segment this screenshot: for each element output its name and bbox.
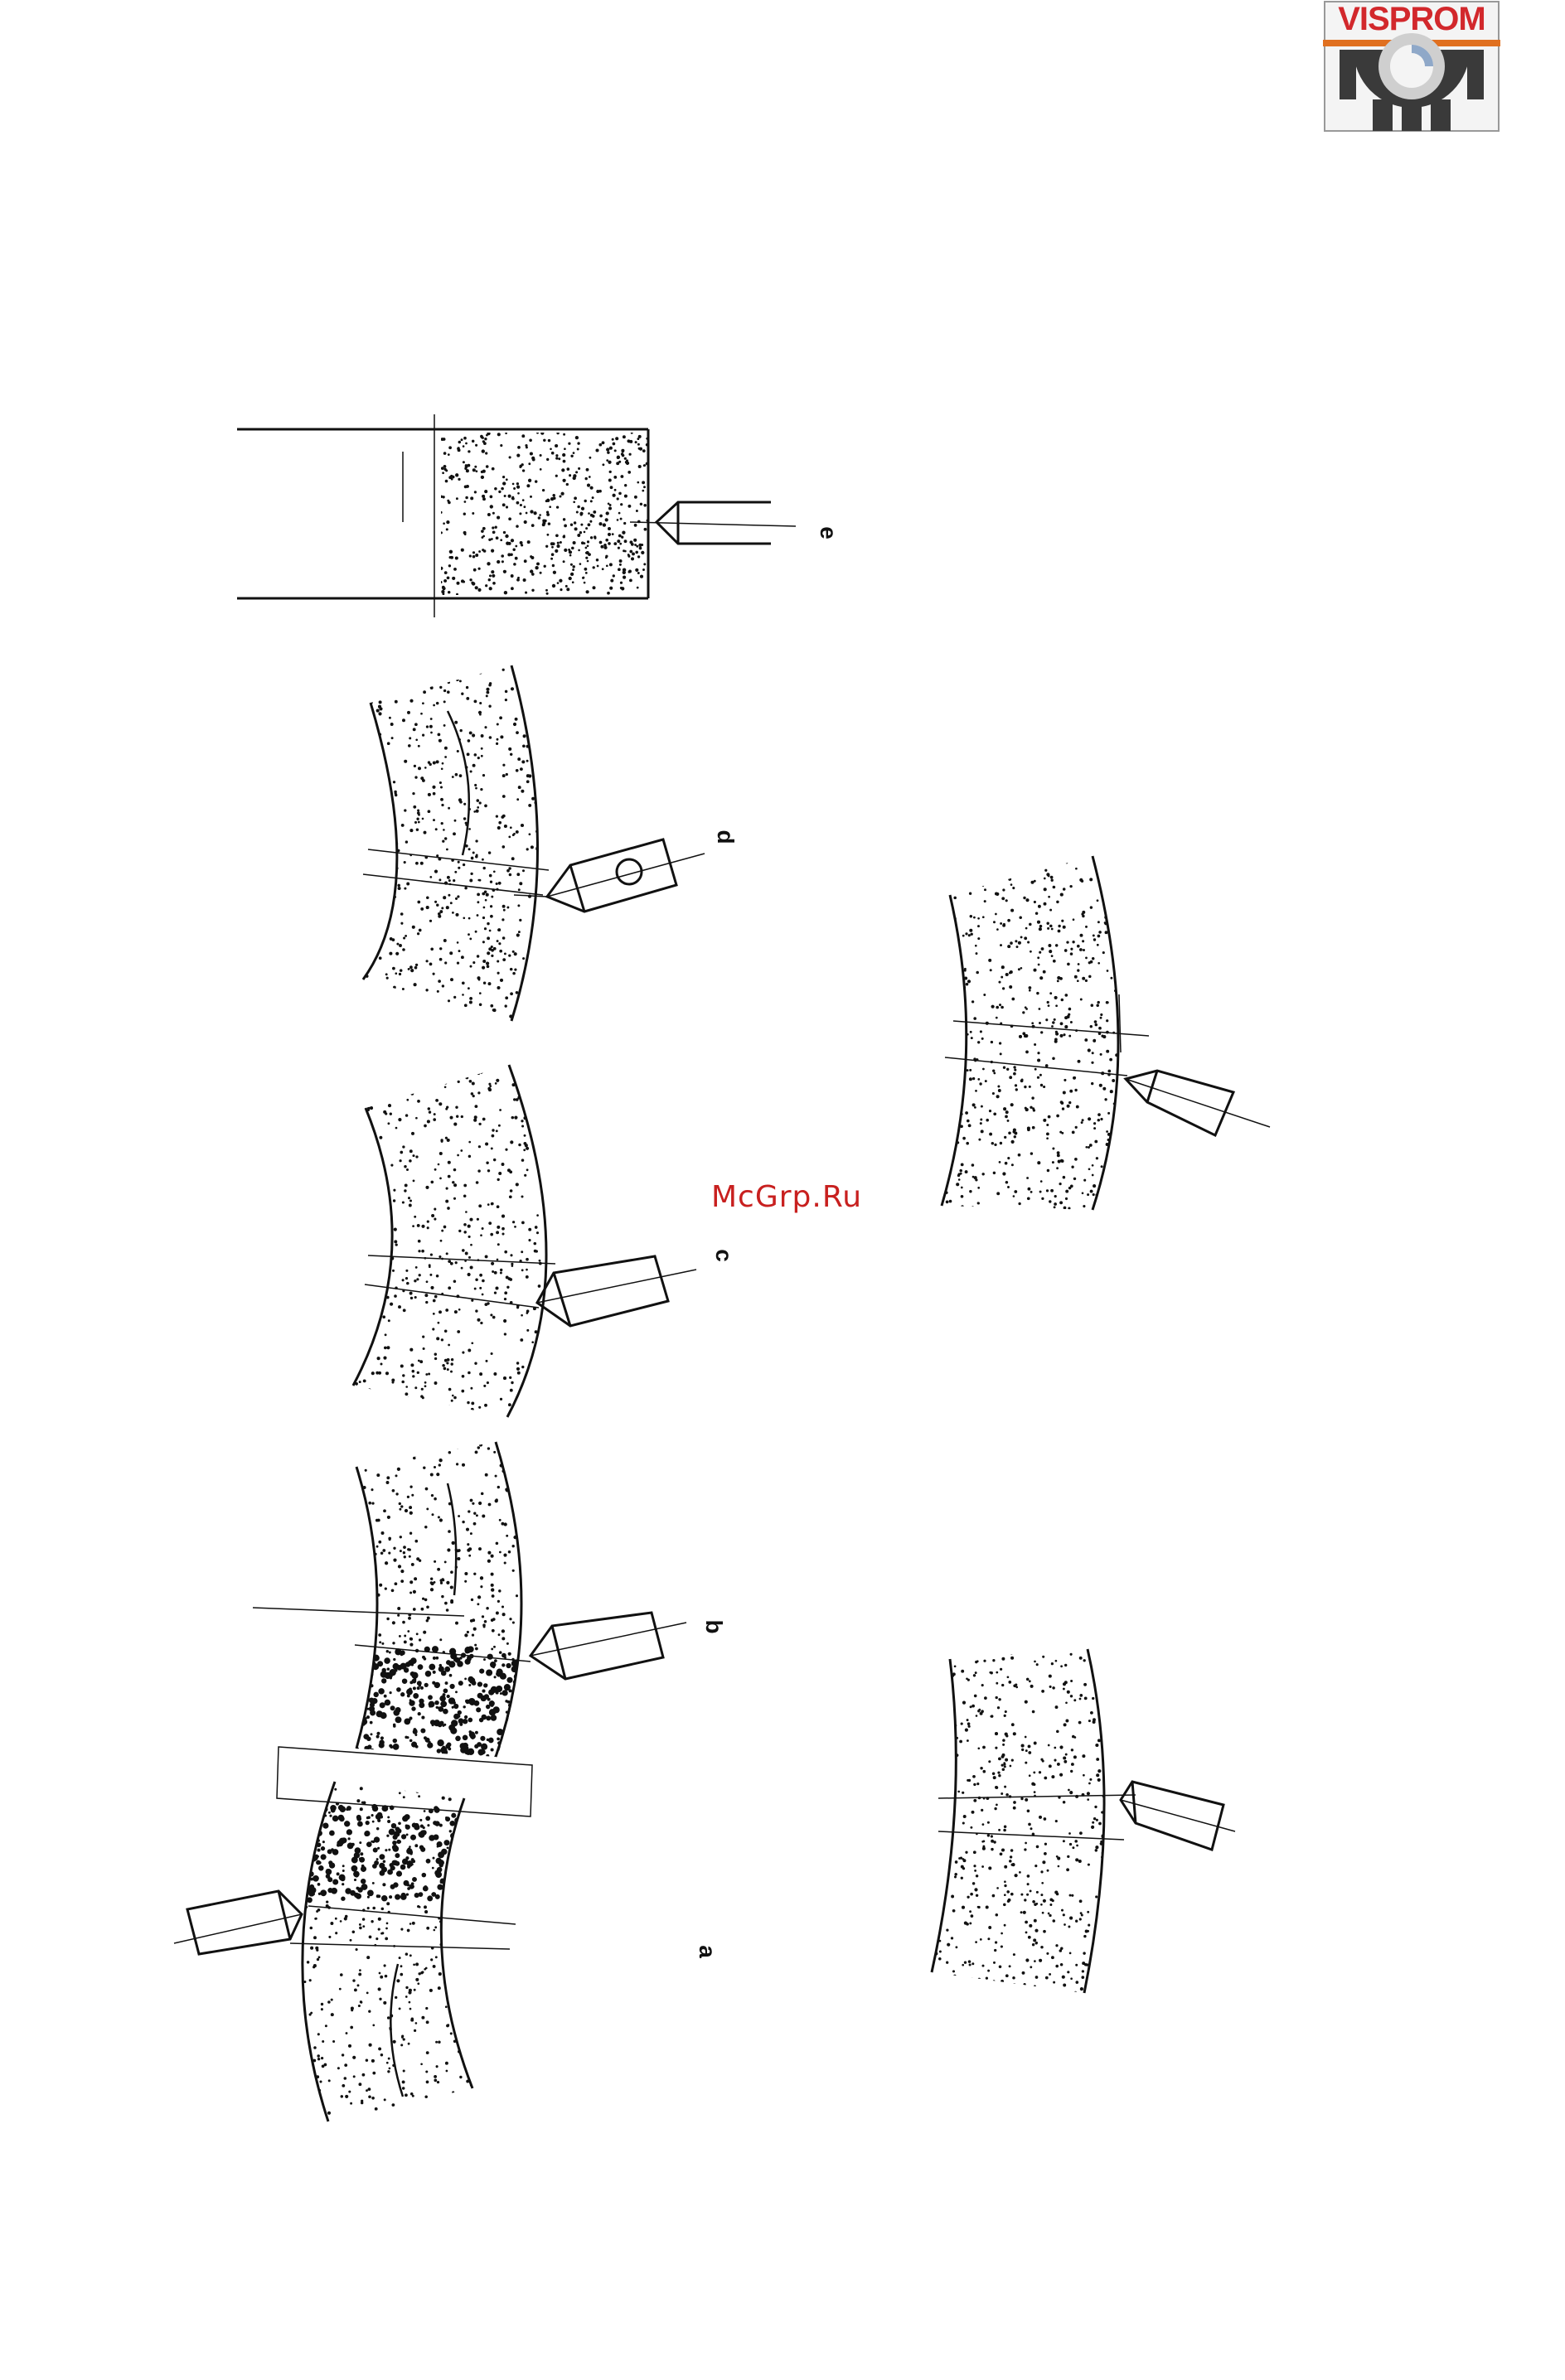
panel-label-a: a <box>695 1939 720 1964</box>
panel-e-abrasive-grains <box>439 431 648 595</box>
panel-c-abrasive-grains <box>346 1060 590 1420</box>
panel-d-dresser <box>547 839 705 912</box>
panel-right-lower-abrasive-grains <box>928 1644 1129 1996</box>
panel-label-d: d <box>713 825 738 849</box>
panel-d-wheel <box>363 665 549 1021</box>
panel-label-c: c <box>711 1243 736 1268</box>
panel-right-upper-wheel <box>942 856 1149 1210</box>
panel-right-upper-dresser <box>1126 1071 1270 1135</box>
panel-a-dresser <box>174 1891 302 1954</box>
watermark: McGrp.Ru <box>711 1180 862 1214</box>
panel-label-b: b <box>701 1614 726 1639</box>
panel-right-lower-dresser <box>1121 1782 1235 1850</box>
panel-b-dresser <box>531 1613 686 1679</box>
panel-label-e: e <box>816 520 841 545</box>
panel-c-dresser <box>537 1256 696 1326</box>
panel-e-dresser <box>630 502 796 544</box>
spacer-block <box>277 1747 532 1816</box>
